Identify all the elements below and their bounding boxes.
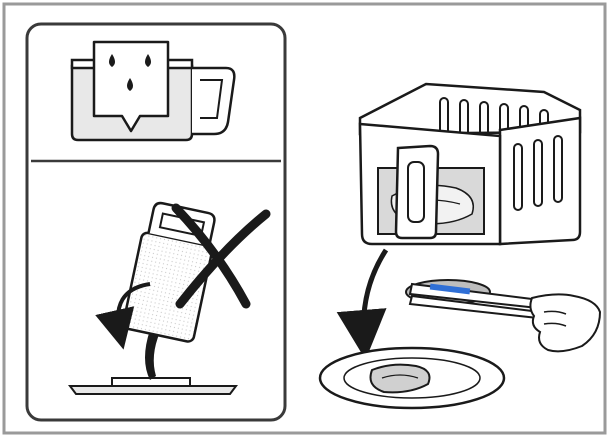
basket-side-wall <box>498 116 582 246</box>
drop-icon <box>145 54 151 67</box>
steak <box>369 363 431 394</box>
left-panel <box>25 22 287 422</box>
handle-grip <box>407 161 425 223</box>
side-vent <box>553 135 563 203</box>
liquid-stream <box>145 330 160 380</box>
pour-direction-arrow <box>95 282 151 350</box>
tongs-grip-blue <box>429 283 471 295</box>
cross-stroke-2 <box>175 209 271 309</box>
finger-line <box>543 310 567 315</box>
finger-line <box>543 322 567 327</box>
drop-icon <box>127 78 133 91</box>
side-vent <box>533 139 543 207</box>
oil-drip-on-basket-icon <box>70 40 236 142</box>
basket-handle <box>192 66 236 136</box>
hand-icon <box>529 293 602 353</box>
side-vent <box>513 143 523 211</box>
plate-with-steak-icon <box>318 346 506 410</box>
basket-handle-inner <box>200 79 224 119</box>
transfer-arrow <box>336 248 389 360</box>
cross-stroke-1 <box>171 203 251 309</box>
right-panel <box>318 82 602 410</box>
drop-icon <box>109 54 115 67</box>
tongs-transfer-to-plate-icon <box>405 279 602 353</box>
drip-tray <box>68 385 238 395</box>
air-fryer-basket-icon <box>358 82 582 246</box>
steak-texture <box>381 374 419 379</box>
do-not-pour-icon <box>68 201 271 395</box>
